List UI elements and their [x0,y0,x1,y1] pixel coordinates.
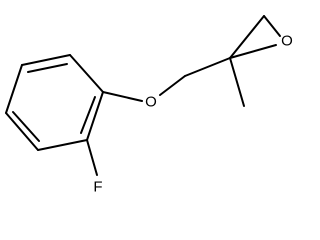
atom-oxygen-epoxide: O [281,33,293,50]
ring-bond-5 [5,112,39,151]
ring-bond-2 [69,54,104,93]
benzene-ring [5,54,104,151]
epoxide-bond-co-bottom [229,44,277,59]
molecule-structure: O O F [5,15,293,196]
ring-double-bond-3 [12,111,40,142]
ring-bond-6 [5,64,23,114]
ring-double-bond-2 [80,96,96,134]
bond-oxygen-ch2 [159,75,186,96]
epoxide-ring [229,15,281,59]
ring-double-bond-1 [27,63,68,73]
oxygen-epoxide-label: O [281,33,293,50]
bond-ring-oxygen [102,91,143,102]
bond-methyl [229,57,245,107]
ring-bond-3 [86,91,104,141]
bond-ring-fluorine [86,139,98,176]
ring-bond-1 [21,54,71,66]
atom-oxygen-ether: O [145,94,157,111]
epoxide-bond-co-top [263,15,281,37]
fluorine-label: F [93,179,102,196]
ring-bond-4 [37,139,88,151]
oxygen-ether-label: O [145,94,157,111]
epoxide-bond-cc [229,15,265,59]
atom-fluorine: F [93,179,102,196]
bond-ch2-quaternary [184,57,231,77]
